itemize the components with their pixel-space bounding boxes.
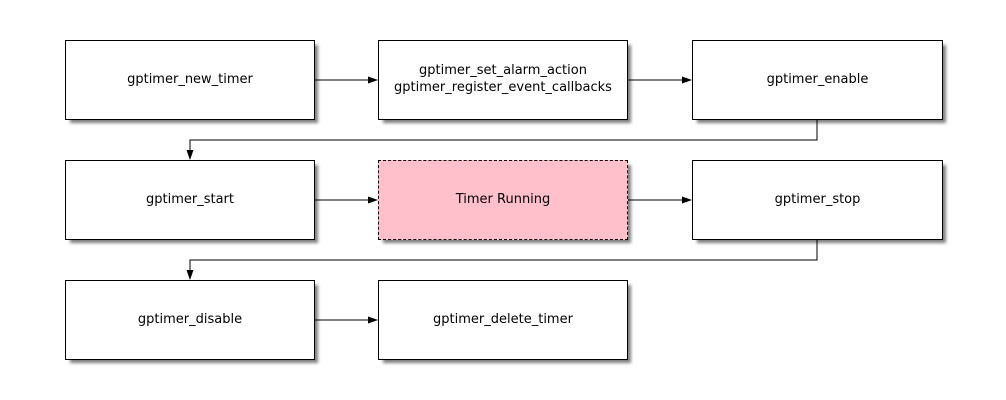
connector-enable-to-start — [186, 120, 818, 160]
node-label: gptimer_enable — [766, 71, 869, 87]
node-gptimer-delete-timer: gptimer_delete_timer — [378, 280, 628, 360]
node-gptimer-new-timer: gptimer_new_timer — [65, 40, 315, 120]
node-gptimer-set-alarm-action: gptimer_set_alarm_action gptimer_registe… — [378, 40, 628, 120]
node-label: gptimer_disable — [137, 311, 243, 327]
node-gptimer-stop: gptimer_stop — [692, 160, 943, 240]
node-gptimer-disable: gptimer_disable — [65, 280, 315, 360]
node-label: gptimer_new_timer — [127, 71, 253, 87]
node-gptimer-start: gptimer_start — [65, 160, 315, 240]
node-label-line2: gptimer_register_event_callbacks — [394, 80, 612, 95]
node-label: gptimer_start — [146, 191, 234, 207]
node-label: Timer Running — [455, 191, 551, 207]
node-label: gptimer_delete_timer — [433, 311, 573, 327]
node-label: gptimer_stop — [774, 191, 861, 207]
node-label-line1: gptimer_set_alarm_action — [419, 63, 587, 79]
node-timer-running: Timer Running — [378, 160, 628, 240]
connector-stop-to-disable — [186, 240, 818, 280]
node-gptimer-enable: gptimer_enable — [692, 40, 943, 120]
